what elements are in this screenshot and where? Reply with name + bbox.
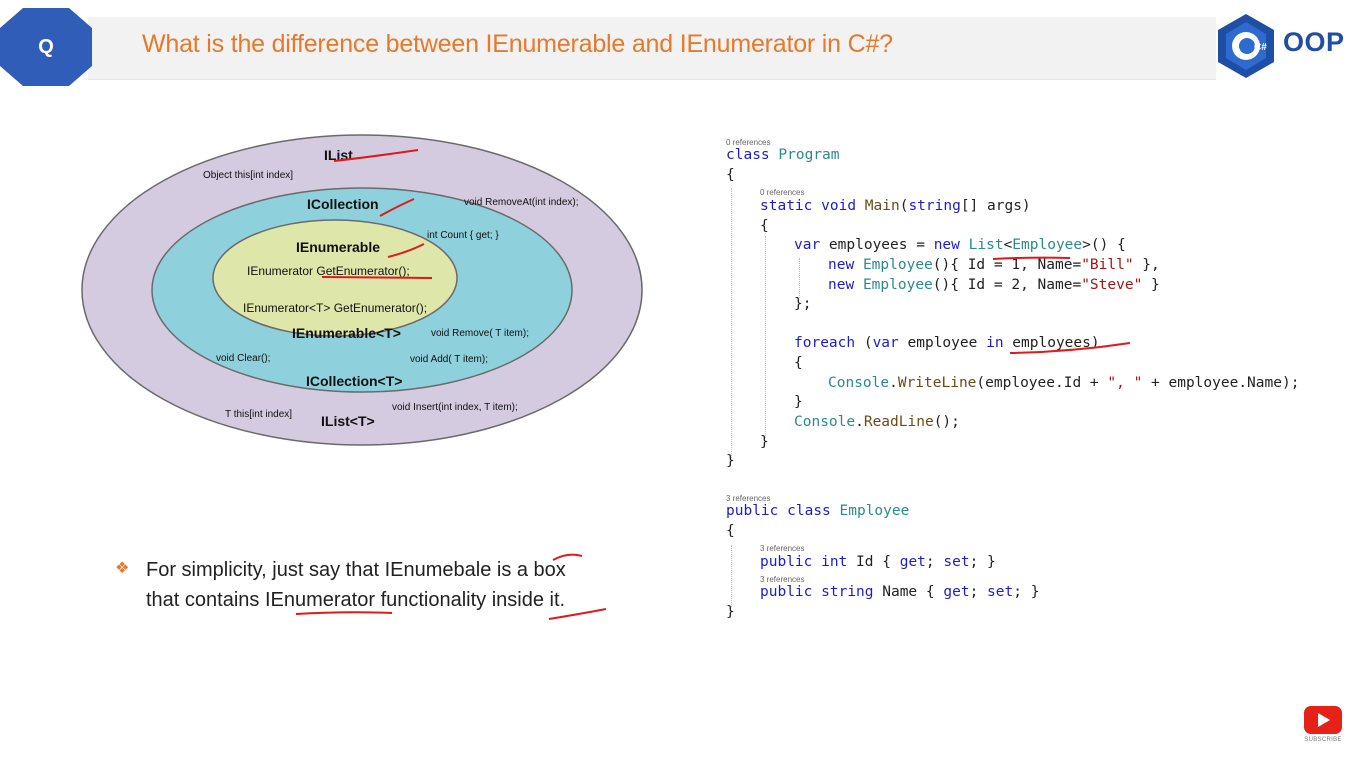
subscribe-label[interactable]: SUBSCRIBE bbox=[1304, 737, 1342, 743]
ilist-t-label: IList<T> bbox=[321, 413, 375, 429]
add-label: void Add( T item); bbox=[410, 354, 488, 365]
interface-hierarchy-diagram: IList Object this[int index] void Remove… bbox=[81, 134, 643, 446]
annotation-mark bbox=[321, 276, 433, 279]
remove-label: void Remove( T item); bbox=[431, 328, 529, 339]
annotation-mark bbox=[333, 149, 419, 162]
note-line-2: that contains IEnumerator functionality … bbox=[146, 589, 566, 611]
note-line-1: For simplicity, just say that IEnumebale… bbox=[146, 559, 566, 581]
ilist-this-label: Object this[int index] bbox=[203, 170, 293, 181]
subscribe-button[interactable] bbox=[1304, 706, 1342, 734]
title-bar bbox=[88, 17, 1216, 80]
logo-text: OOP bbox=[1283, 27, 1345, 57]
csharp-logo-icon: C# bbox=[1218, 14, 1274, 78]
ienumerable-label: IEnumerable bbox=[296, 239, 380, 255]
annotation-mark bbox=[1009, 342, 1131, 354]
icollection-label: ICollection bbox=[307, 196, 379, 212]
diamond-bullet-icon: ❖ bbox=[115, 560, 130, 577]
note-annotations bbox=[295, 553, 607, 620]
annotation-mark bbox=[387, 243, 425, 258]
this-t-label: T this[int index] bbox=[225, 409, 292, 420]
annotation-mark bbox=[379, 198, 415, 217]
octagon-shape bbox=[0, 8, 92, 86]
insert-label: void Insert(int index, T item); bbox=[392, 402, 518, 413]
page-title: What is the difference between IEnumerab… bbox=[142, 30, 893, 58]
summary-note: For simplicity, just say that IEnumebale… bbox=[146, 555, 666, 615]
annotation-mark bbox=[552, 553, 583, 561]
getenumerator-label: IEnumerator GetEnumerator(); bbox=[247, 264, 410, 278]
clear-label: void Clear(); bbox=[216, 353, 270, 364]
count-label: int Count { get; } bbox=[427, 230, 499, 241]
annotation-mark bbox=[295, 611, 393, 615]
getenumerator-t-label: IEnumerator<T> GetEnumerator(); bbox=[243, 301, 427, 315]
question-badge: Q bbox=[0, 8, 92, 86]
icollection-t-label: ICollection<T> bbox=[306, 373, 402, 389]
logo-mark: C# bbox=[1254, 42, 1267, 53]
removeat-label: void RemoveAt(int index); bbox=[464, 197, 579, 208]
ienumerable-t-label: IEnumerable<T> bbox=[292, 325, 401, 341]
annotation-mark bbox=[992, 256, 1071, 260]
question-label: Q bbox=[38, 36, 54, 58]
annotation-mark bbox=[548, 608, 607, 620]
